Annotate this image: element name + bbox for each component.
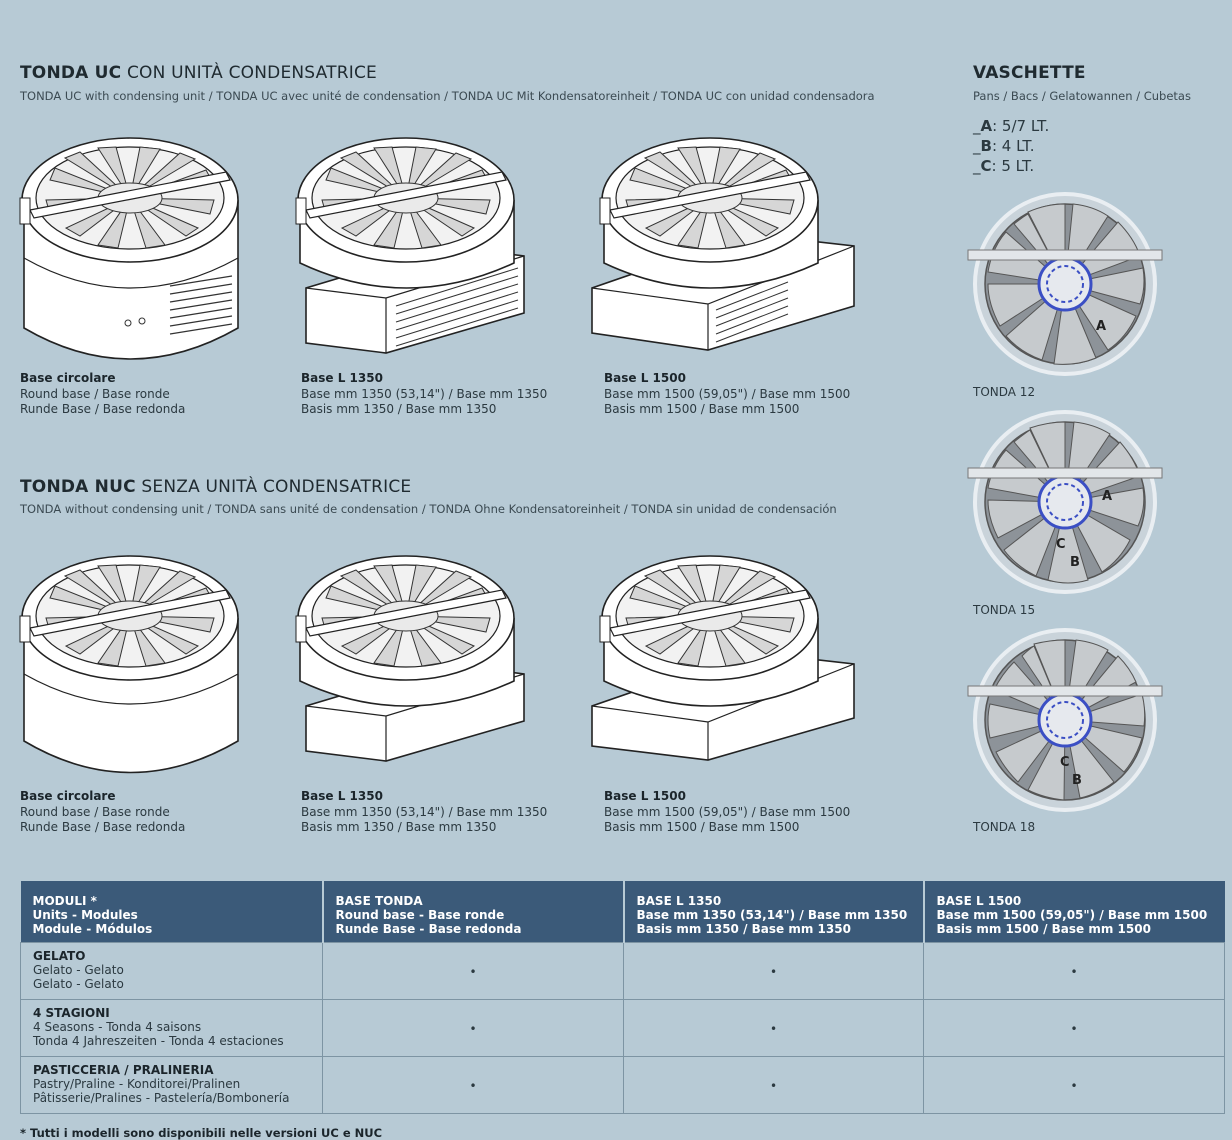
caption-line: Base mm 1350 (53,14") / Base mm 1350 [301, 804, 548, 819]
nuc-caption-1350: Base L 1350 Base mm 1350 (53,14") / Base… [301, 789, 547, 836]
tonda-18-label: TONDA 18 [973, 820, 1036, 834]
footnote: * Tutti i modelli sono disponibili nelle… [20, 1126, 383, 1140]
caption-line: Basis mm 1500 / Base mm 1500 [604, 402, 800, 416]
caption-title: Base L 1500 [604, 371, 686, 385]
caption-title: Base circolare [20, 371, 116, 385]
caption-line: Base mm 1500 (59,05") / Base mm 1500 [604, 386, 851, 401]
uc-caption-1350: Base L 1350 Base mm 1350 (53,14") / Base… [301, 371, 547, 418]
caption-line: Basis mm 1350 / Base mm 1350 [301, 402, 497, 416]
caption-line: Round base / Base ronde [20, 386, 170, 401]
nuc-base-1500-image [591, 555, 855, 761]
uc-subtitle: TONDA UC with condensing unit / TONDA UC… [20, 89, 875, 103]
nuc-base-1350-image [295, 555, 525, 762]
pan-mark-a: A [1096, 319, 1106, 334]
tonda-12-label: TONDA 12 [973, 385, 1036, 399]
pan-mark-b: B [1072, 773, 1082, 788]
availability-dot: • [322, 942, 624, 1000]
pan-sizes: _A: 5/7 LT. _B: 4 LT. _C: 5 LT. [973, 116, 1049, 176]
caption-line: Runde Base / Base redonda [20, 402, 186, 416]
caption-line: Runde Base / Base redonda [20, 820, 186, 834]
pan-size-a: _A: 5/7 LT. [973, 117, 1050, 135]
uc-title-bold: TONDA UC [20, 63, 122, 83]
pan-mark-c: C [1056, 537, 1066, 552]
vaschette-title: VASCHETTE [973, 63, 1086, 83]
caption-title: Base L 1350 [301, 371, 383, 385]
uc-base-1500-image [591, 137, 855, 351]
availability-dot: • [623, 942, 924, 1000]
tonda-12-pan-layout-image: A [967, 192, 1163, 376]
caption-line: Base mm 1350 (53,14") / Base mm 1350 [301, 386, 548, 401]
pan-mark-b: B [1070, 555, 1080, 570]
caption-line: Round base / Base ronde [20, 804, 170, 819]
uc-caption-1500: Base L 1500 Base mm 1500 (59,05") / Base… [604, 371, 850, 418]
nuc-title: TONDA NUC SENZA UNITÀ CONDENSATRICE [20, 477, 411, 497]
caption-title: Base circolare [20, 789, 116, 803]
nuc-round-base-image [19, 555, 239, 774]
uc-round-base-image [19, 137, 239, 360]
pan-size-b: _B: 4 LT. [973, 137, 1035, 155]
nuc-title-rest: SENZA UNITÀ CONDENSATRICE [141, 477, 412, 497]
caption-line: Basis mm 1500 / Base mm 1500 [604, 820, 800, 834]
uc-base-1350-image [295, 137, 525, 354]
caption-line: Basis mm 1350 / Base mm 1350 [301, 820, 497, 834]
pan-size-c: _C: 5 LT. [973, 157, 1035, 175]
availability-dot: • [923, 1056, 1225, 1114]
tonda-15-pan-layout-image: A C B [967, 410, 1163, 594]
nuc-title-bold: TONDA NUC [20, 477, 136, 497]
nuc-caption-1500: Base L 1500 Base mm 1500 (59,05") / Base… [604, 789, 850, 836]
vaschette-subtitle: Pans / Bacs / Gelatowannen / Cubetas [973, 89, 1191, 103]
availability-dot: • [623, 999, 924, 1057]
availability-dot: • [322, 1056, 624, 1114]
tonda-15-label: TONDA 15 [973, 603, 1036, 617]
uc-caption-round: Base circolare Round base / Base ronde R… [20, 371, 185, 418]
pan-mark-a: A [1102, 489, 1112, 504]
nuc-subtitle: TONDA without condensing unit / TONDA sa… [20, 502, 837, 516]
availability-dot: • [322, 999, 624, 1057]
caption-title: Base L 1350 [301, 789, 383, 803]
nuc-caption-round: Base circolare Round base / Base ronde R… [20, 789, 185, 836]
caption-line: Base mm 1500 (59,05") / Base mm 1500 [604, 804, 851, 819]
pan-mark-c: C [1060, 755, 1070, 770]
availability-dot: • [923, 999, 1225, 1057]
tonda-18-pan-layout-image: C B [967, 628, 1163, 812]
availability-dot: • [623, 1056, 924, 1114]
caption-title: Base L 1500 [604, 789, 686, 803]
uc-title-rest: CON UNITÀ CONDENSATRICE [126, 63, 377, 83]
availability-dot: • [923, 942, 1225, 1000]
uc-title: TONDA UC CON UNITÀ CONDENSATRICE [20, 63, 377, 83]
